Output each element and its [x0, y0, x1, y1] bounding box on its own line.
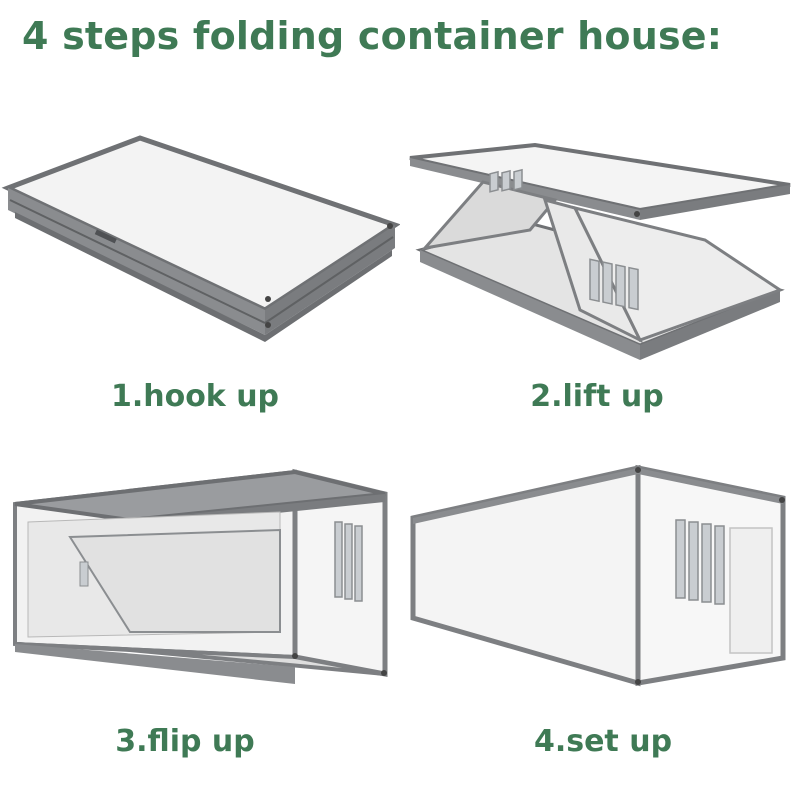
step-4-illustration	[408, 458, 796, 693]
step-1-label: 1.hook up	[110, 379, 280, 414]
step-4-label: 4.set up	[533, 724, 673, 759]
step-1-illustration	[0, 130, 400, 360]
step-2-illustration	[405, 140, 800, 370]
step-2-label: 2.lift up	[530, 379, 664, 414]
page-title: 4 steps folding container house:	[22, 14, 723, 58]
step-3-illustration	[10, 462, 395, 692]
step-3-label: 3.flip up	[115, 724, 255, 759]
